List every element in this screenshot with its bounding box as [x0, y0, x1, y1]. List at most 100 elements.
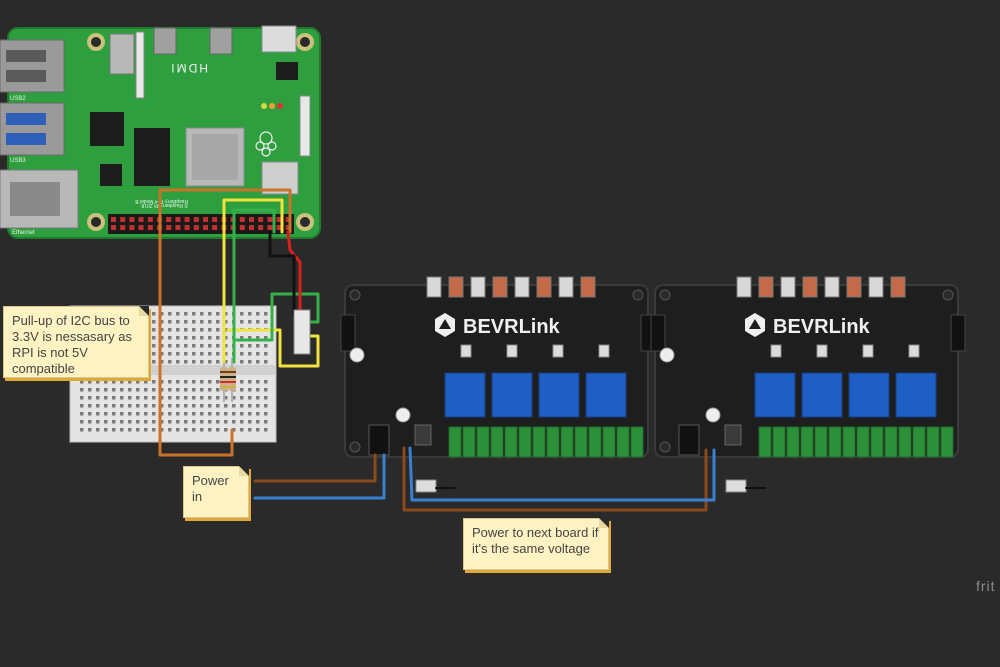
mounting-hole: [659, 289, 671, 301]
address-switch: [580, 276, 596, 298]
breadboard-hole: [168, 388, 172, 392]
power-jack: [678, 424, 700, 456]
gpio-pin: [120, 217, 126, 222]
gpio-pin: [212, 217, 218, 222]
wire-blue: [253, 453, 386, 500]
breadboard-hole: [176, 380, 180, 384]
breadboard-hole: [160, 328, 164, 332]
breadboard-hole: [224, 420, 228, 424]
breadboard-hole: [184, 380, 188, 384]
wire-brown: [402, 446, 708, 512]
breadboard-hole: [152, 320, 156, 324]
breadboard-hole: [88, 404, 92, 408]
breadboard-hole: [264, 380, 268, 384]
breadboard-hole: [248, 412, 252, 416]
terminal-block: [546, 426, 560, 458]
breadboard-hole: [240, 344, 244, 348]
breadboard-hole: [104, 412, 108, 416]
breadboard-hole: [248, 388, 252, 392]
breadboard-hole: [96, 380, 100, 384]
indicator-knob: [705, 407, 721, 423]
breadboard-hole: [216, 412, 220, 416]
breadboard-hole: [88, 412, 92, 416]
address-switch: [470, 276, 486, 298]
breadboard-hole: [184, 352, 188, 356]
breadboard-hole: [256, 352, 260, 356]
breadboard-hole: [80, 412, 84, 416]
breadboard-hole: [240, 420, 244, 424]
breadboard-hole: [152, 428, 156, 432]
breadboard-hole: [208, 428, 212, 432]
gpio-pin: [258, 225, 264, 230]
breadboard-hole: [224, 328, 228, 332]
breadboard-hole: [200, 380, 204, 384]
breadboard-hole: [232, 428, 236, 432]
breadboard-hole: [192, 380, 196, 384]
breadboard-hole: [248, 396, 252, 400]
breadboard-hole: [144, 428, 148, 432]
terminal-block: [912, 426, 926, 458]
relay: [754, 372, 796, 418]
breadboard-hole: [184, 388, 188, 392]
breadboard-hole: [256, 336, 260, 340]
breadboard-hole: [104, 380, 108, 384]
breadboard-hole: [256, 320, 260, 324]
breadboard-hole: [232, 404, 236, 408]
breadboard-hole: [88, 396, 92, 400]
address-switch: [514, 276, 530, 298]
breadboard-hole: [248, 380, 252, 384]
breadboard-hole: [224, 320, 228, 324]
breadboard-hole: [264, 396, 268, 400]
terminal-block: [856, 426, 870, 458]
mounting-hole: [659, 441, 671, 453]
terminal-block: [772, 426, 786, 458]
breadboard-hole: [264, 388, 268, 392]
usb3-label: USB3: [10, 158, 26, 164]
breadboard-hole: [112, 396, 116, 400]
breadboard-hole: [104, 428, 108, 432]
breadboard-hole: [120, 380, 124, 384]
breadboard-hole: [192, 312, 196, 316]
transistor: [816, 344, 828, 358]
terminal-block: [800, 426, 814, 458]
gpio-pin: [175, 225, 181, 230]
gpio-pin: [193, 225, 199, 230]
breadboard-hole: [168, 412, 172, 416]
terminal-block: [814, 426, 828, 458]
breadboard-hole: [192, 360, 196, 364]
breadboard-hole: [216, 352, 220, 356]
terminal-block: [842, 426, 856, 458]
breadboard-hole: [240, 388, 244, 392]
breadboard-hole: [128, 412, 132, 416]
breadboard-hole: [200, 344, 204, 348]
breadboard-hole: [256, 344, 260, 348]
breadboard-hole: [256, 428, 260, 432]
gpio-pin: [276, 217, 282, 222]
breadboard-hole: [256, 396, 260, 400]
breadboard-hole: [200, 412, 204, 416]
breadboard-hole: [264, 428, 268, 432]
breadboard-hole: [160, 428, 164, 432]
breadboard-hole: [256, 420, 260, 424]
breadboard-hole: [168, 352, 172, 356]
breadboard-hole: [240, 320, 244, 324]
breadboard-hole: [200, 328, 204, 332]
terminal-block: [828, 426, 842, 458]
breadboard-hole: [240, 396, 244, 400]
gpio-pin: [285, 225, 291, 230]
terminal-block: [884, 426, 898, 458]
breadboard-hole: [240, 428, 244, 432]
breadboard-hole: [120, 396, 124, 400]
breadboard-hole: [200, 396, 204, 400]
breadboard-hole: [264, 404, 268, 408]
breadboard-hole: [192, 396, 196, 400]
breadboard-hole: [112, 388, 116, 392]
indicator-knob: [395, 407, 411, 423]
breadboard-hole: [128, 388, 132, 392]
address-switch: [426, 276, 442, 298]
breadboard-hole: [224, 352, 228, 356]
breadboard-hole: [200, 428, 204, 432]
breadboard-hole: [208, 320, 212, 324]
breadboard-hole: [80, 388, 84, 392]
breadboard-hole: [184, 412, 188, 416]
